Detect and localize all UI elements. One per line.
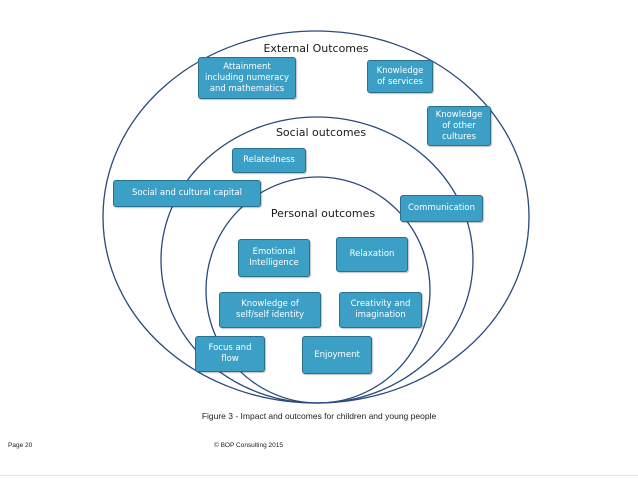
knowledge-cultures-line-2: of other [442, 120, 476, 131]
relaxation-label: Relaxation [349, 249, 395, 259]
enjoyment-box: Enjoyment [302, 336, 372, 374]
social-capital-label: Social and cultural capital [131, 188, 243, 198]
relatedness-label: Relatedness [243, 155, 295, 165]
figure-caption: Figure 3 - Impact and outcomes for child… [201, 411, 437, 421]
creativity-line-1: Creativity and [350, 299, 411, 309]
relatedness-box: Relatedness [232, 148, 306, 173]
focus-line-1: Focus and [208, 343, 252, 353]
page-number: Page 20 [8, 442, 33, 449]
communication-box: Communication [400, 195, 483, 222]
personal-outcomes-title: Personal outcomes [270, 207, 376, 220]
knowledge-services-line-2: of services [377, 76, 423, 87]
knowledge-services-line-1: Knowledge [376, 65, 424, 76]
copyright-notice: © BOP Consulting 2015 [214, 442, 283, 449]
knowledge-cultures-line-1: Knowledge [435, 109, 483, 120]
personal-outcomes-circle [205, 176, 431, 404]
external-outcomes-title: External Outcomes [263, 42, 369, 55]
relaxation-box: Relaxation [336, 237, 408, 272]
knowledge-cultures-line-3: cultures [441, 131, 477, 142]
social-cultural-capital-box: Social and cultural capital [113, 180, 261, 207]
focus-line-2: flow [221, 354, 239, 364]
social-outcomes-title: Social outcomes [275, 126, 367, 139]
emotional-line-2: Intelligence [249, 258, 299, 268]
emotional-line-1: Emotional [252, 247, 296, 257]
self-identity-line-1: Knowledge of [241, 299, 299, 309]
attainment-line-1: Attainment [223, 61, 271, 72]
creativity-line-2: imagination [355, 310, 406, 320]
bottom-divider [0, 475, 638, 476]
communication-label: Communication [408, 203, 475, 213]
attainment-line-3: and mathematics [209, 83, 285, 94]
self-identity-line-2: self/self identity [235, 310, 305, 320]
attainment-line-2: including numeracy [204, 72, 290, 83]
enjoyment-label: Enjoyment [314, 349, 360, 360]
